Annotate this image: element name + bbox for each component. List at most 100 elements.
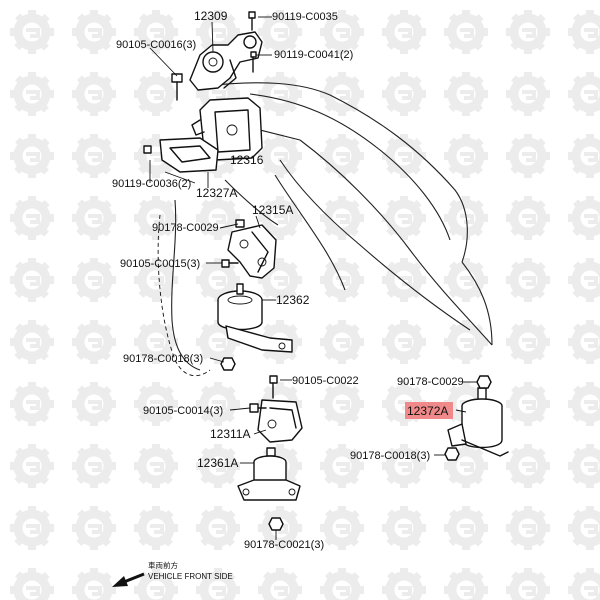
gear-logo-watermark-icon [444,568,488,600]
gear-logo-watermark-icon [10,444,54,488]
gear-logo-watermark-icon [506,134,550,178]
label-90178-c0029-right: 90178-C0029 [397,376,464,388]
gear-logo-watermark-icon [72,382,116,426]
part-12309-bracket [189,31,263,91]
label-90119-c0036: 90119-C0036(2) [112,178,191,190]
gear-logo-watermark-icon [258,72,302,116]
label-12316: 12316 [230,153,264,167]
gear-logo-watermark-icon [320,134,364,178]
nut-90178-c0018-left [220,357,236,371]
part-12327a-bracket [143,137,219,173]
gear-logo-watermark-icon [506,568,550,600]
gear-logo-watermark-icon [10,382,54,426]
gear-logo-watermark-icon [134,382,178,426]
label-12362: 12362 [276,293,310,307]
gear-logo-watermark-icon [320,382,364,426]
gear-logo-watermark-icon [506,382,550,426]
label-90105-c0022: 90105-C0022 [292,375,359,387]
part-12315a-bracket [221,219,277,279]
gear-logo-watermark-icon [196,506,240,550]
bolt-90105-c0016 [171,73,183,101]
label-90119-c0041: 90119-C0041(2) [274,49,353,61]
gear-logo-watermark-icon [10,134,54,178]
label-12309: 12309 [194,9,228,23]
gear-logo-watermark-icon [72,72,116,116]
gear-logo-watermark-icon [444,258,488,302]
gear-logo-watermark-icon [506,196,550,240]
gear-logo-watermark-icon [72,196,116,240]
leader-lines [149,16,478,540]
gear-logo-watermark-icon [72,134,116,178]
gear-logo-watermark-icon [10,258,54,302]
gear-logo-watermark-icon [568,10,600,54]
gear-logo-watermark-icon [444,10,488,54]
gear-logo-watermark-icon [444,320,488,364]
gear-logo-watermark-icon [506,72,550,116]
label-90105-c0014: 90105-C0014(3) [143,405,223,417]
gear-logo-watermark-icon [382,506,426,550]
bolt-90119-c0041 [250,51,257,73]
gear-logo-watermark-icon [10,506,54,550]
arrow-left-icon [112,572,145,587]
label-12311a: 12311A [210,427,250,441]
gear-logo-watermark-icon [506,444,550,488]
label-12327a: 12327A [196,186,237,200]
gear-logo-watermark-icon [444,506,488,550]
gear-logo-watermark-icon [320,258,364,302]
gear-logo-watermark-icon [444,72,488,116]
gear-logo-watermark-icon [568,134,600,178]
gear-logo-watermark-icon [568,506,600,550]
gear-logo-watermark-icon [10,10,54,54]
highlight-12372a [405,402,453,419]
gear-logo-watermark-icon [134,506,178,550]
label-90178-c0029-top: 90178-C0029 [152,222,219,234]
gear-logo-watermark-icon [382,258,426,302]
gear-logo-watermark-icon [320,196,364,240]
gear-logo-watermark-icon [506,320,550,364]
bolt-90119-c0035 [248,11,256,31]
label-12372a: 12372A [407,404,448,418]
gear-logo-watermark-icon [134,444,178,488]
gear-logo-watermark-icon [258,134,302,178]
gear-logo-watermark-icon [10,196,54,240]
label-12361a: 12361A [197,456,238,470]
gear-logo-watermark-icon [196,382,240,426]
part-12362-mount [217,283,293,353]
label-90105-c0016: 90105-C0016(3) [116,39,196,51]
gear-logo-watermark-icon [568,72,600,116]
gear-logo-watermark-icon [568,382,600,426]
gear-logo-watermark-icon [320,506,364,550]
gear-logo-watermark-icon [568,444,600,488]
gear-logo-watermark-icon [444,134,488,178]
front-cjk-label: 車両前方 [148,560,178,570]
gear-logo-watermark-icon [506,506,550,550]
nut-90178-c0021 [268,517,284,531]
gear-logo-watermark-icon [258,568,302,600]
gear-logo-watermark-icon [506,258,550,302]
gear-logo-watermark-icon [72,258,116,302]
gear-logo-watermark-icon [72,568,116,600]
gear-logo-watermark-icon [382,10,426,54]
gear-logo-watermark-icon [568,196,600,240]
gear-logo-watermark-icon [382,196,426,240]
gear-logo-watermark-icon [72,506,116,550]
label-90178-c0018-left: 90178-C0018(3) [123,353,203,365]
gear-logo-watermark-icon [568,258,600,302]
gear-logo-watermark-icon [10,320,54,364]
gear-logo-watermark-icon [382,72,426,116]
gear-logo-watermark-icon [506,10,550,54]
gear-logo-watermark-icon [382,568,426,600]
part-12361a-mount [237,447,301,501]
gear-logo-watermark-icon [382,320,426,364]
gear-logo-watermark-icon [320,320,364,364]
label-90105-c0015: 90105-C0015(3) [120,258,200,270]
gear-logo-watermark-icon [72,10,116,54]
gear-logo-watermark-icon [568,320,600,364]
label-12315a: 12315A [252,203,293,217]
gear-logo-watermark-icon [568,568,600,600]
gear-logo-watermark-icon [10,72,54,116]
vehicle-front-indicator: 車両前方 VEHICLE FRONT SIDE [112,560,233,587]
gear-logo-watermark-icon [72,444,116,488]
gear-logo-watermark-icon [320,568,364,600]
